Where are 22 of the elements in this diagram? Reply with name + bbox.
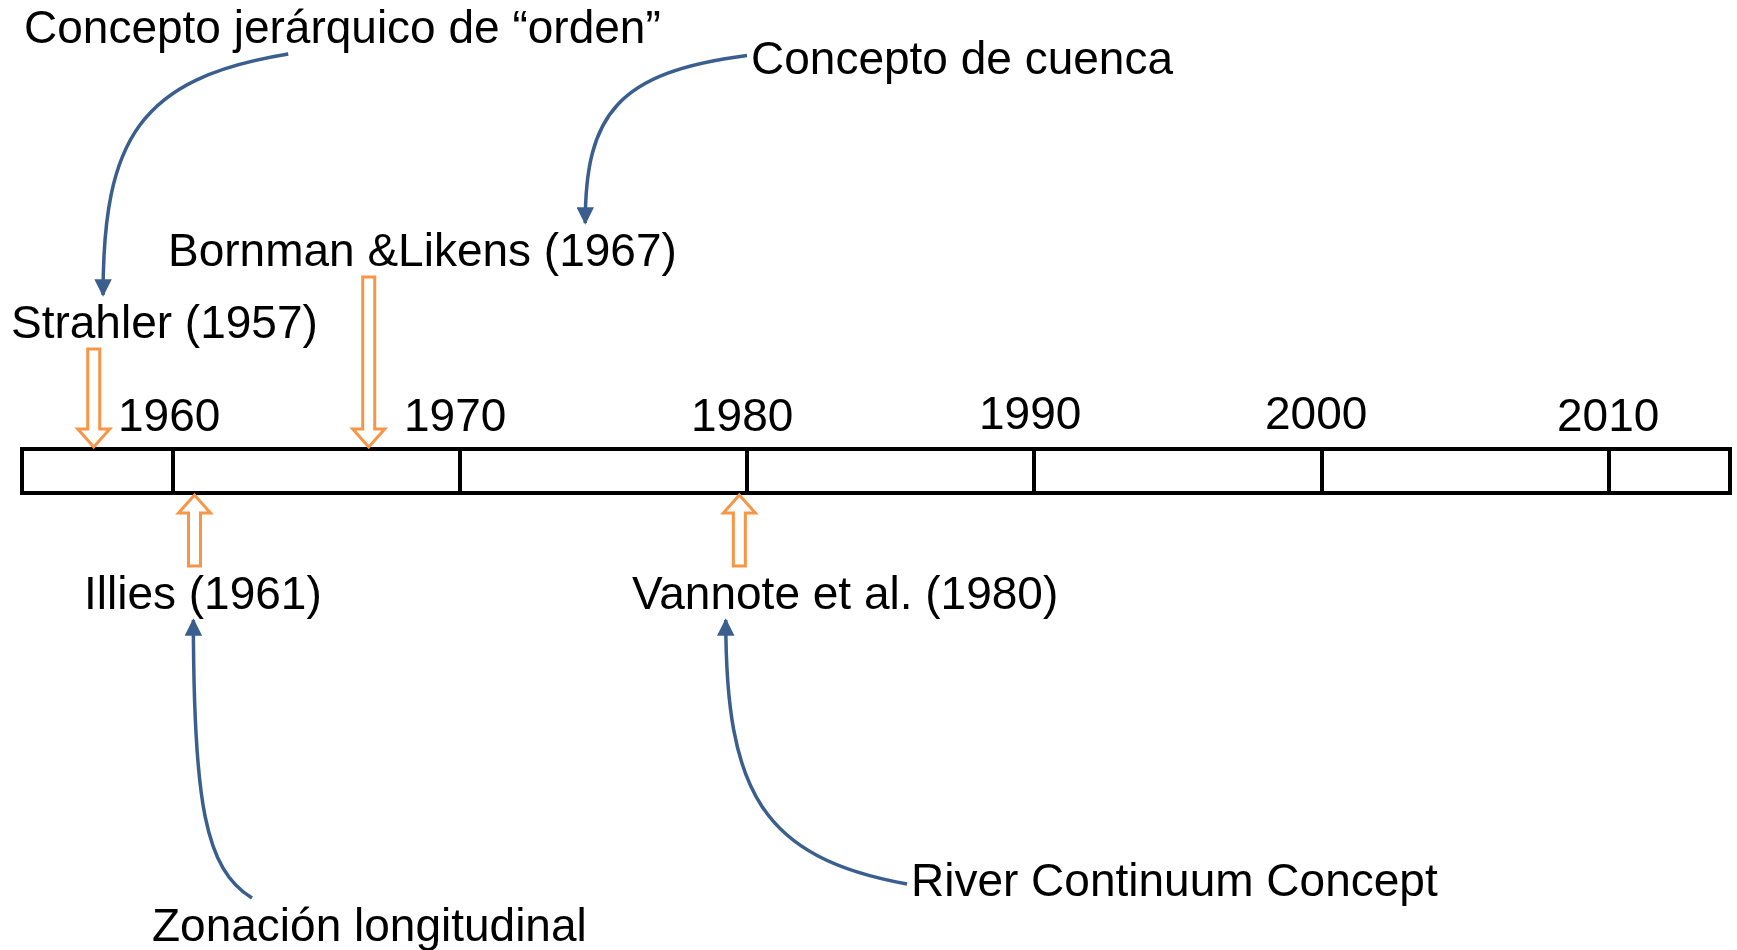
concept-label: River Continuum Concept [911,855,1438,905]
year-label: 2010 [1557,390,1660,440]
hollow-arrow [720,492,759,568]
concept-label: Concepto jerárquico de “orden” [24,2,661,52]
year-label: 2000 [1265,388,1368,438]
curved-arrow [576,53,748,225]
year-label: 1980 [691,390,794,440]
event-label: Vannote et al. (1980) [632,568,1059,618]
curved-arrow [184,618,253,900]
year-label: 1990 [979,388,1082,438]
year-label: 1970 [404,390,507,440]
curved-arrow [717,618,908,886]
hollow-arrow [175,492,214,568]
event-label: Bornman &Likens (1967) [168,225,677,275]
timeline-bar [20,447,1732,495]
hollow-arrow [349,275,389,450]
hollow-arrow [74,347,114,450]
event-label: Illies (1961) [84,568,322,618]
event-label: Strahler (1957) [11,297,318,347]
year-label: 1960 [118,390,221,440]
concept-label: Concepto de cuenca [751,33,1173,83]
curved-arrow [94,52,289,297]
